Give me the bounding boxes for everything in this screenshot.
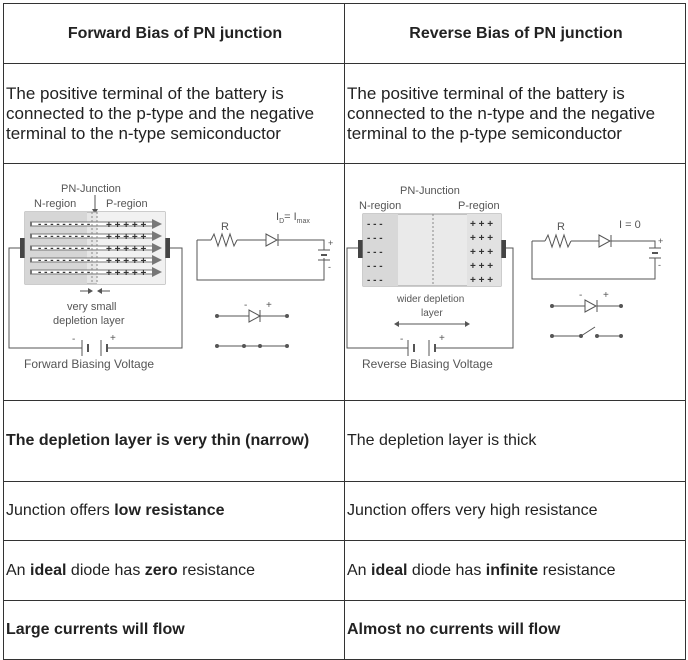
svg-text:- - - - - - - - -: - - - - - - - - - bbox=[38, 255, 90, 266]
reverse-junction: Junction offers very high resistance bbox=[344, 481, 686, 541]
reverse-ideal: An ideal diode has infinite resistance bbox=[344, 540, 686, 601]
ideal-row: An ideal diode has zero resistance An id… bbox=[3, 540, 686, 601]
rev-battery-plus: + bbox=[439, 333, 445, 344]
svg-text:+: + bbox=[658, 236, 663, 246]
svg-text:- - -: - - - bbox=[367, 247, 383, 258]
fwd-n-region-label: N-region bbox=[34, 198, 76, 210]
svg-text:- - -: - - - bbox=[367, 219, 383, 230]
fwd-battery-plus: + bbox=[110, 333, 116, 344]
svg-text:-: - bbox=[579, 290, 582, 301]
svg-text:+ + +: + + + bbox=[470, 275, 493, 286]
svg-text:- - - - - - - - -: - - - - - - - - - bbox=[38, 231, 90, 242]
svg-text:-: - bbox=[328, 262, 331, 272]
rev-battery-minus: - bbox=[400, 334, 403, 345]
forward-junction: Junction offers low resistance bbox=[3, 481, 345, 541]
forward-description: The positive terminal of the battery is … bbox=[3, 63, 345, 164]
svg-text:+ + + + +: + + + + + bbox=[106, 220, 146, 231]
rev-current-label: I = 0 bbox=[619, 219, 641, 231]
rev-n-region-label: N-region bbox=[359, 200, 401, 212]
svg-text:-: - bbox=[244, 300, 247, 311]
svg-text:+: + bbox=[266, 300, 272, 311]
svg-text:- - -: - - - bbox=[367, 233, 383, 244]
svg-text:+ + + + +: + + + + + bbox=[106, 256, 146, 267]
svg-text:- - - - - - - - -: - - - - - - - - - bbox=[38, 267, 90, 278]
svg-text:- - - - - - - - -: - - - - - - - - - bbox=[38, 219, 90, 230]
svg-text:+ + + + +: + + + + + bbox=[106, 232, 146, 243]
reverse-description: The positive terminal of the battery is … bbox=[344, 63, 686, 164]
svg-text:+ + + + +: + + + + + bbox=[106, 268, 146, 279]
reverse-header: Reverse Bias of PN junction bbox=[344, 3, 686, 64]
header-row: Forward Bias of PN junction Reverse Bias… bbox=[3, 3, 686, 64]
comparison-table: Forward Bias of PN junction Reverse Bias… bbox=[3, 3, 686, 660]
svg-text:+ + +: + + + bbox=[470, 233, 493, 244]
svg-text:+ + +: + + + bbox=[470, 219, 493, 230]
fwd-pn-junction-label: PN-Junction bbox=[61, 183, 121, 195]
svg-text:+ + + + +: + + + + + bbox=[106, 244, 146, 255]
rev-resistor-label: R bbox=[557, 221, 565, 233]
reverse-depletion: The depletion layer is thick bbox=[344, 400, 686, 482]
forward-ideal: An ideal diode has zero resistance bbox=[3, 540, 345, 601]
reverse-currents: Almost no currents will flow bbox=[344, 600, 686, 660]
fwd-current-label: ID= Imax bbox=[276, 211, 310, 225]
svg-text:+: + bbox=[603, 290, 609, 301]
depletion-row: The depletion layer is very thin (narrow… bbox=[3, 400, 686, 482]
diagram-row: PN-Junction N-region P-region - + bbox=[3, 163, 686, 401]
fwd-resistor-label: R bbox=[221, 221, 229, 233]
svg-text:- - -: - - - bbox=[367, 275, 383, 286]
reverse-bias-diagram: PN-Junction N-region P-region - + bbox=[346, 185, 663, 371]
fwd-caption: Forward Biasing Voltage bbox=[24, 357, 154, 371]
forward-diagram-cell: PN-Junction N-region P-region - + bbox=[3, 163, 345, 401]
forward-currents: Large currents will flow bbox=[3, 600, 345, 660]
rev-depletion-label-2: layer bbox=[421, 308, 443, 319]
description-row: The positive terminal of the battery is … bbox=[3, 63, 686, 164]
svg-text:- - - - - - - - -: - - - - - - - - - bbox=[38, 243, 90, 254]
forward-header: Forward Bias of PN junction bbox=[3, 3, 345, 64]
rev-caption: Reverse Biasing Voltage bbox=[362, 357, 493, 371]
junction-row: Junction offers low resistance Junction … bbox=[3, 481, 686, 541]
svg-text:+ + +: + + + bbox=[470, 247, 493, 258]
svg-text:-: - bbox=[658, 260, 661, 270]
fwd-depletion-label-1: very small bbox=[67, 301, 117, 313]
forward-bias-diagram: PN-Junction N-region P-region - + bbox=[8, 183, 333, 371]
fwd-depletion-label-2: depletion layer bbox=[53, 315, 125, 327]
forward-depletion: The depletion layer is very thin (narrow… bbox=[3, 400, 345, 482]
rev-depletion-label-1: wider depletion bbox=[396, 294, 464, 305]
currents-row: Large currents will flow Almost no curre… bbox=[3, 600, 686, 660]
svg-text:- - -: - - - bbox=[367, 261, 383, 272]
svg-text:+ + +: + + + bbox=[470, 261, 493, 272]
fwd-p-region-label: P-region bbox=[106, 198, 148, 210]
svg-text:+: + bbox=[328, 238, 333, 248]
rev-p-region-label: P-region bbox=[458, 200, 500, 212]
fwd-battery-minus: - bbox=[72, 334, 75, 345]
reverse-diagram-cell: PN-Junction N-region P-region - + bbox=[344, 163, 686, 401]
rev-pn-junction-label: PN-Junction bbox=[400, 185, 460, 197]
